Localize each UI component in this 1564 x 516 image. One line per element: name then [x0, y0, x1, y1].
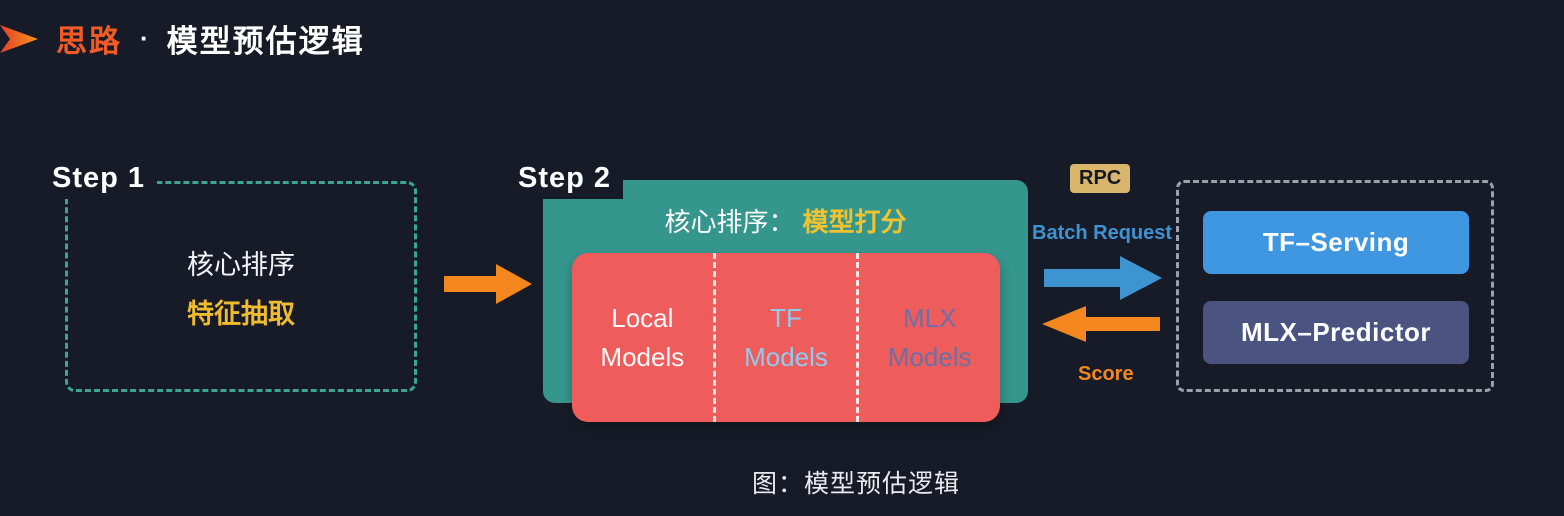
slide-header: 思路 · 模型预估逻辑	[0, 16, 365, 61]
step2-header-highlight: 模型打分	[802, 207, 907, 237]
step1-label: Step 1	[52, 162, 158, 199]
batch-request-arrow-right-icon	[1044, 256, 1162, 300]
title-arrow-icon	[0, 24, 38, 53]
score-arrow-left-icon	[1042, 306, 1160, 342]
figure-caption: 图：模型预估逻辑	[752, 470, 961, 498]
tf-serving-node: TF–Serving	[1203, 211, 1469, 274]
serving-cluster-box: TF–Serving MLX–Predictor	[1176, 180, 1494, 392]
step2-header-prefix: 核心排序：	[664, 207, 795, 237]
title-prefix: 思路	[56, 24, 122, 59]
arrow-right-icon	[444, 264, 532, 304]
batch-request-label: Batch Request	[1032, 222, 1173, 244]
step1-line1: 核心排序	[187, 249, 295, 280]
step1-line2: 特征抽取	[187, 298, 295, 329]
model-tf-models: TF Models	[712, 253, 857, 422]
models-box: Local Models TF Models MLX Models	[572, 253, 1000, 422]
mlx-predictor-node: MLX–Predictor	[1203, 301, 1469, 364]
score-label: Score	[1078, 363, 1134, 385]
page-title: 模型预估逻辑	[166, 24, 365, 59]
model-mlx-models: MLX Models	[856, 253, 1000, 422]
step2-label: Step 2	[512, 162, 624, 199]
step2-header: 核心排序：模型打分	[543, 202, 1028, 239]
step1-feature-extraction-box: 核心排序 特征抽取	[65, 181, 417, 392]
rpc-badge: RPC	[1070, 164, 1131, 193]
title-separator: ·	[140, 23, 149, 53]
model-local-models: Local Models	[600, 302, 685, 372]
